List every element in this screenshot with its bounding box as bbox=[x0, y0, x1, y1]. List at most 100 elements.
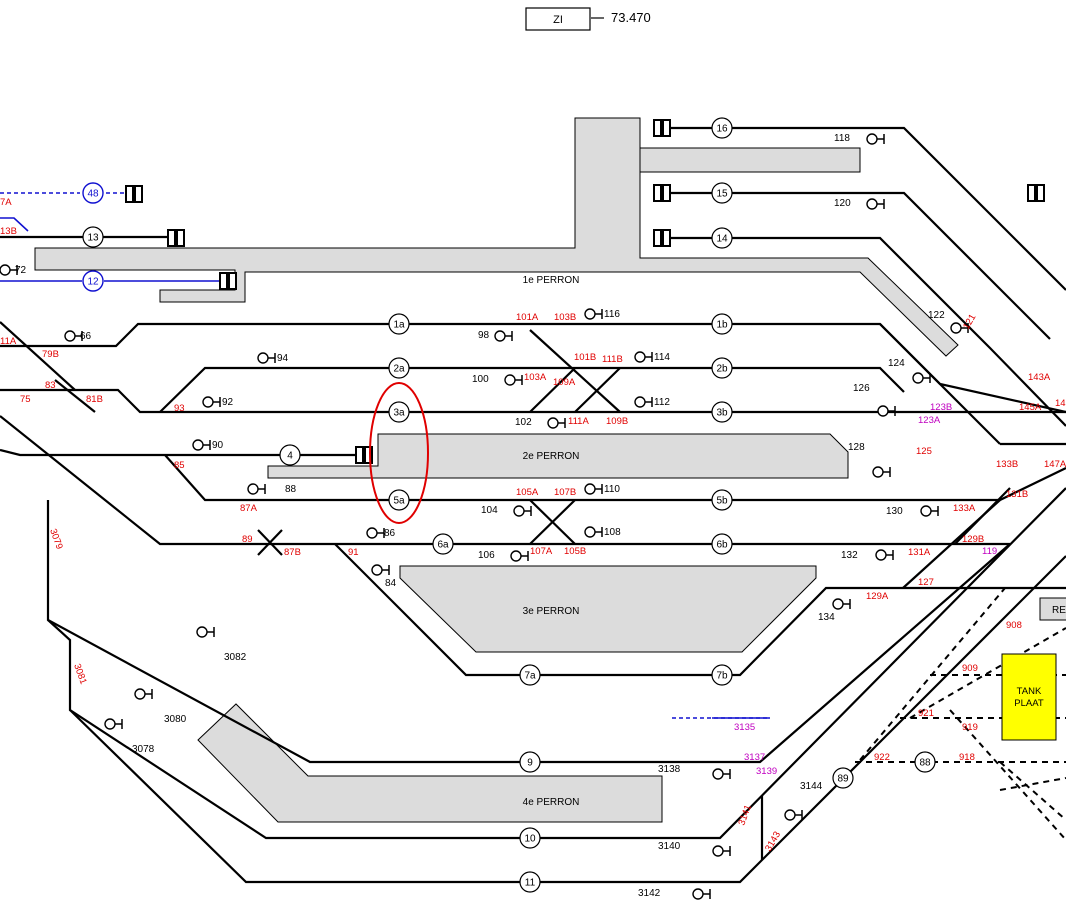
signal-head-icon bbox=[877, 405, 889, 417]
switch-label-922: 922 bbox=[874, 752, 890, 763]
signal-label: 110 bbox=[604, 484, 620, 495]
signal-130: 130 bbox=[886, 505, 939, 517]
buffer-stop-icon bbox=[219, 272, 237, 290]
signal-head-icon bbox=[584, 308, 596, 320]
track-circle-14: 14 bbox=[711, 227, 733, 249]
platform-4-label: 4e PERRON bbox=[523, 797, 580, 808]
signal-122: 122 bbox=[928, 310, 969, 334]
signal-116: 116 bbox=[584, 308, 620, 320]
signal-head-icon bbox=[513, 505, 525, 517]
switch-label-909: 909 bbox=[962, 663, 978, 674]
signal-head-icon bbox=[912, 372, 924, 384]
signal-head-icon bbox=[832, 598, 844, 610]
signal-132: 132 bbox=[841, 549, 894, 561]
signal-86: 86 bbox=[366, 527, 396, 539]
switch-label-93: 93 bbox=[174, 403, 185, 414]
switch-label-3141: 3141 bbox=[736, 803, 754, 827]
track-circle-label: 14 bbox=[716, 234, 728, 245]
switch-label-7A: 7A bbox=[0, 197, 12, 208]
switch-label-79B: 79B bbox=[42, 349, 59, 360]
track-circle-label: 1b bbox=[716, 320, 728, 331]
track-circle-5b: 5b bbox=[711, 489, 733, 511]
signal-120: 120 bbox=[834, 198, 885, 210]
signal-head-icon bbox=[0, 264, 11, 276]
platforms: 1e PERRON 2e PERRON 3e PERRON 4e PERRON bbox=[34, 117, 959, 823]
signal-106: 106 bbox=[478, 550, 529, 562]
magenta-label-3135: 3135 bbox=[734, 722, 755, 733]
signal-88: 88 bbox=[247, 483, 297, 495]
signal-90: 90 bbox=[192, 439, 224, 451]
dashed-tracks bbox=[855, 587, 1066, 841]
signal-head-icon bbox=[202, 396, 214, 408]
signal-head-icon bbox=[257, 352, 269, 364]
signal-head-icon bbox=[634, 351, 646, 363]
signal-label: 3138 bbox=[658, 764, 681, 775]
signal-head-icon bbox=[504, 374, 516, 386]
track-circle-label: 15 bbox=[716, 189, 728, 200]
track-circle-2b: 2b bbox=[711, 357, 733, 379]
tank-plaat-line1: TANK bbox=[1017, 686, 1042, 697]
switch-label-109A: 109A bbox=[553, 377, 576, 388]
buffer-stop-icon bbox=[653, 119, 671, 137]
track-circle-12: 12 bbox=[82, 270, 104, 292]
signal-118: 118 bbox=[834, 133, 885, 145]
signal-head-icon bbox=[712, 845, 724, 857]
signal-94: 94 bbox=[257, 352, 289, 364]
buffer-stop-icon bbox=[355, 446, 373, 464]
switch-label-103A: 103A bbox=[524, 372, 547, 383]
switch-label-908: 908 bbox=[1006, 620, 1022, 631]
blue-tracks bbox=[0, 192, 770, 719]
track-circle-label: 3a bbox=[393, 408, 405, 419]
signal-92: 92 bbox=[202, 396, 234, 408]
switch-label-101A: 101A bbox=[516, 312, 539, 323]
signal-label: 126 bbox=[853, 383, 870, 394]
switch-label-3079: 3079 bbox=[47, 527, 65, 551]
signal-label: 3144 bbox=[800, 781, 823, 792]
track-circle-6b: 6b bbox=[711, 533, 733, 555]
signal-head-icon bbox=[547, 417, 559, 429]
signal-label: 124 bbox=[888, 358, 905, 369]
signal-label: 90 bbox=[212, 440, 224, 451]
signal-134: 134 bbox=[818, 598, 851, 623]
signal-126: 126 bbox=[853, 383, 896, 417]
signal-3078: 3078 bbox=[104, 718, 155, 755]
switch-label-14: 14 bbox=[1055, 398, 1066, 409]
signal-3142: 3142 bbox=[638, 888, 711, 900]
km-marker: ZI 73.470 bbox=[525, 7, 651, 31]
track-circle-6a: 6a bbox=[432, 533, 454, 555]
signal-head-icon bbox=[866, 133, 878, 145]
signal-112: 112 bbox=[634, 396, 670, 408]
signal-label: 134 bbox=[818, 612, 835, 623]
km-box-label: ZI bbox=[553, 14, 563, 26]
track-circle-label: 6a bbox=[437, 540, 449, 551]
track-circle-label: 16 bbox=[716, 124, 728, 135]
signal-head-icon bbox=[196, 626, 208, 638]
track-circle-9: 9 bbox=[519, 751, 541, 773]
track-circle-label: 12 bbox=[87, 277, 99, 288]
track-circle-label: 10 bbox=[524, 834, 536, 845]
signal-label: 130 bbox=[886, 506, 903, 517]
switch-label-3081: 3081 bbox=[71, 662, 89, 686]
signal-head-icon bbox=[584, 483, 596, 495]
signal-label: 116 bbox=[604, 309, 620, 320]
track-circle-11: 11 bbox=[519, 871, 541, 893]
signal-label: 100 bbox=[472, 374, 489, 385]
signal-label: 3082 bbox=[224, 652, 247, 663]
switch-label-107B: 107B bbox=[554, 487, 576, 498]
signal-label: 108 bbox=[604, 527, 621, 538]
signal-label: 84 bbox=[385, 578, 397, 589]
buffer-stop-icon bbox=[653, 184, 671, 202]
highlight-ellipse bbox=[369, 382, 429, 524]
switch-label-111A: 111A bbox=[568, 416, 589, 427]
re-box: RE bbox=[1039, 597, 1066, 621]
signal-head-icon bbox=[712, 768, 724, 780]
switch-label-87B: 87B bbox=[284, 547, 301, 558]
track-circle-5a: 5a bbox=[388, 489, 410, 511]
track-circle-label: 4 bbox=[287, 451, 293, 462]
track-circle-16: 16 bbox=[711, 117, 733, 139]
track-circle-label: 3b bbox=[716, 408, 728, 419]
switch-label-131A: 131A bbox=[908, 547, 931, 558]
switch-label-91: 91 bbox=[348, 547, 359, 558]
tank-plaat-line2: PLAAT bbox=[1014, 698, 1044, 709]
signal-3140: 3140 bbox=[658, 841, 731, 857]
